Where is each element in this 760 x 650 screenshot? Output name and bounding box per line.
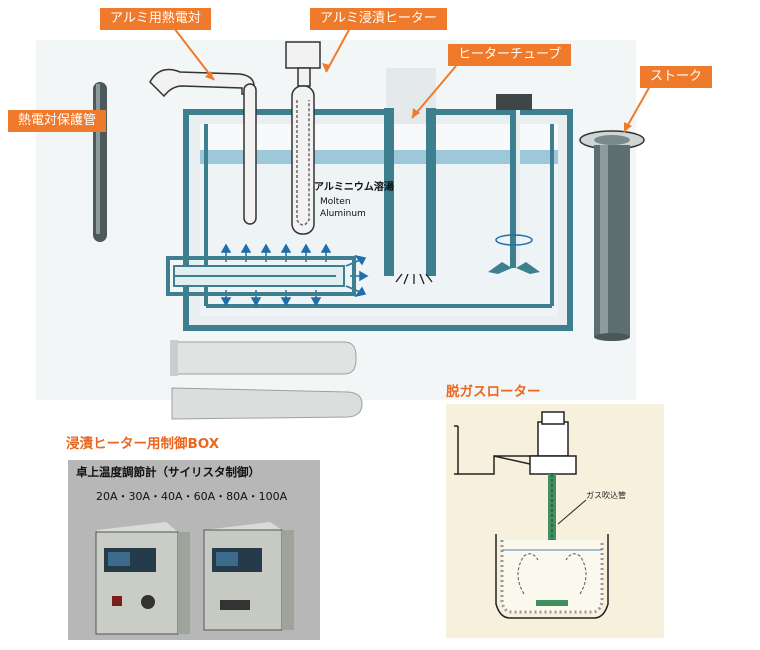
aluminum-thermocouple [149, 68, 257, 225]
immersion-heater [285, 41, 321, 235]
ceramic-tubes [170, 340, 363, 420]
side-heater-tube [166, 256, 356, 296]
photo-ratings: 20A・30A・40A・60A・80A・100A [96, 490, 288, 503]
gas-pipe-label: ガス吹込管 [586, 490, 626, 500]
tank-label-jp: アルミニウム溶湯 [314, 180, 394, 193]
callout-stalk: ストーク [640, 66, 713, 88]
controller-units [95, 522, 294, 635]
callout-protection-tube: 熱電対保護管 [8, 110, 107, 132]
control-box-heading: 浸漬ヒーター用制御BOX [66, 436, 220, 452]
tank-label-en-1: Molten [320, 197, 351, 207]
stalk-tube [579, 130, 645, 341]
thermocouple-protection-tube [93, 82, 107, 242]
control-box-photo: 卓上温度調節計（サイリスタ制御） 20A・30A・40A・60A・80A・100… [68, 460, 320, 640]
tank-label-en-2: Aluminum [320, 209, 366, 219]
callout-heater-tube: ヒーターチューブ [448, 44, 572, 66]
degassing-rotor-diagram: ガス吹込管 [454, 411, 626, 619]
heater-tube [384, 68, 436, 285]
degassing-heading: 脱ガスローター [446, 384, 541, 400]
tank-rotor [488, 94, 540, 274]
callout-arrowheads [205, 63, 632, 132]
photo-title: 卓上温度調節計（サイリスタ制御） [76, 465, 260, 479]
degassing-rotor-panel: ガス吹込管 [446, 404, 664, 638]
callout-immersion-heater: アルミ浸漬ヒーター [310, 8, 447, 30]
callout-thermocouple: アルミ用熱電対 [100, 8, 211, 30]
